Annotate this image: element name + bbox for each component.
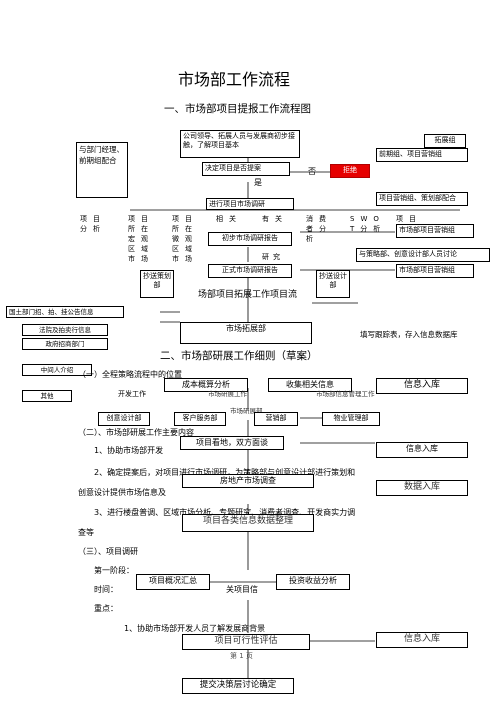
feasibility-box: 项目可行性评估	[182, 634, 310, 650]
column-consumer-analysis: 消费者分析	[306, 215, 332, 243]
strategy-discussion-box: 与策略部、创意设计部人员讨论	[356, 248, 490, 262]
info-management-label: 市场部信息管理工作	[316, 390, 375, 398]
preliminary-report-box: 初步市场调研报告	[208, 232, 292, 246]
column-relevant: 有关	[262, 215, 288, 223]
marketing-cooperate-box: 项目营销组、策划部配合	[376, 192, 468, 206]
time-label: 时间：	[94, 585, 118, 594]
document-title: 市场部工作流程	[178, 70, 291, 89]
info-storage-box-1: 信息入库	[376, 378, 468, 394]
cc-design-box: 抄送设计部	[316, 270, 350, 298]
task-item-3-cont: 查等	[78, 528, 94, 537]
cc-planning-box: 抄送策划部	[140, 270, 174, 298]
no-label: 否	[308, 167, 316, 176]
source-other: 其他	[22, 390, 72, 402]
submit-decision-box: 提交决策层讨论确定	[182, 678, 294, 694]
column-related: 相关	[216, 215, 242, 223]
property-mgmt-dept-box: 物业管理部	[322, 412, 380, 426]
cost-analysis-box: 成本概算分析	[164, 378, 248, 392]
column-project: 项目	[396, 215, 422, 223]
last-item: 1、协助市场部开发人员了解发展商背景	[124, 624, 266, 633]
workflow-position-heading: （一）全程策略流程中的位置	[78, 370, 182, 379]
phase-1-label: 第一阶段：	[94, 566, 134, 575]
leader-contact-box: 公司领导、拓展人员与发展商初步接触，了解项目基本	[180, 130, 300, 158]
research-work-label: 市场研展工作	[208, 390, 247, 398]
formal-report-box: 正式市场调研报告	[208, 264, 292, 278]
expansion-flow-heading: 场部项目拓展工作项目流	[198, 290, 298, 300]
research-label: 研究	[262, 253, 284, 261]
organize-data-box: 项目各类信息数据整理	[182, 514, 314, 532]
collect-info-box: 收集相关信息	[268, 378, 352, 392]
column-macro-market: 项目所在宏观区域市场	[128, 215, 154, 263]
mkt-project-group-1-box: 市场部项目营销组	[396, 224, 474, 238]
info-storage-box-3: 信息入库	[376, 632, 468, 648]
dept-manager-box: 与部门经理、前期组配合	[76, 142, 128, 198]
mkt-project-group-2-box: 市场部项目营销组	[396, 264, 474, 278]
market-research-prep-box: 进行项目市场调研	[206, 198, 294, 210]
tasks-heading: （二）、市场部研展工作主要内容	[78, 428, 194, 437]
investment-analysis-box: 投资收益分析	[276, 574, 350, 590]
column-project-analysis: 项目分析	[80, 215, 106, 233]
data-storage-box: 数据入库	[376, 480, 468, 496]
early-stage-box: 前期组、项目营销组	[376, 148, 468, 162]
yes-label: 是	[254, 178, 262, 187]
market-expansion-dept-box: 市场拓展部	[180, 322, 312, 344]
task-item-3: 3、进行楼盘普调、区域市场分析、专题研究、消费者调查、开发商实力调	[94, 508, 356, 517]
fill-tracking-form-text: 填写跟踪表，存入信息数据库	[360, 330, 458, 339]
source-intermediary: 中间人介绍	[22, 364, 92, 376]
section-2-heading: 二、市场部研展工作细则（草案）	[160, 350, 318, 362]
source-government: 政府招商部门	[22, 338, 108, 350]
source-court-auction: 法院及拍卖行信息	[22, 324, 108, 336]
client-service-dept-box: 客户服务部	[174, 412, 226, 426]
decide-proposal-box: 决定项目是否提案	[202, 162, 290, 176]
site-visit-box: 项目看地，双方面谈	[180, 436, 284, 450]
dev-work-label: 开发工作	[118, 390, 146, 398]
research-dept-label: 市场研展部	[230, 407, 263, 415]
project-research-heading: （三）、项目调研	[78, 547, 138, 556]
task-item-2: 2、确定提案后，对项目进行市场调研，为策略部与创意设计部进行策划和	[94, 468, 356, 477]
column-micro-market: 项目所在微观区域市场	[172, 215, 198, 263]
task-item-2-cont: 创意设计提供市场信息及	[78, 488, 166, 497]
column-swot: SWOT分析	[350, 215, 387, 233]
project-overview-box: 项目概况汇总	[136, 574, 210, 590]
expand-group-box: 拓展组	[424, 134, 466, 148]
source-land-bureau: 国土部门招、拍、挂公告信息	[6, 306, 124, 318]
sales-dept-box: 营销部	[254, 412, 298, 426]
real-estate-survey-box: 房地产市场调查	[182, 474, 314, 488]
creative-design-dept-box: 创意设计部	[98, 412, 150, 426]
task-item-1: 1、协助市场部开发	[94, 446, 164, 455]
focus-label: 重点：	[94, 604, 118, 613]
project-related-label: 关项目信	[226, 585, 258, 594]
reject-box: 拒绝	[330, 164, 370, 178]
page-number: 第 1 页	[230, 652, 253, 660]
info-storage-box-2: 信息入库	[376, 442, 468, 458]
section-1-heading: 一、市场部项目提报工作流程图	[164, 103, 311, 115]
